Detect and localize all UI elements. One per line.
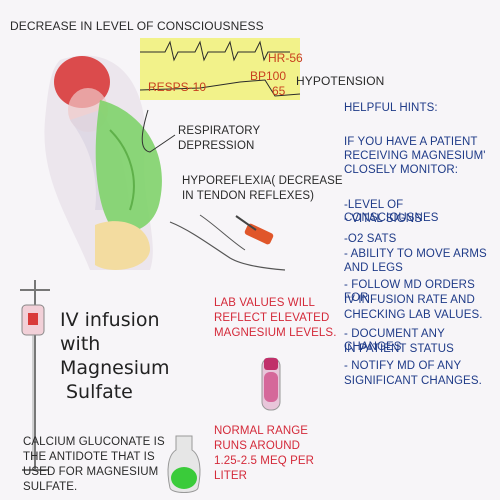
hints-intro-2: RECEIVING MAGNESIUM' <box>344 150 486 162</box>
iv-title-line-4: Sulfate <box>66 381 133 403</box>
hypotension-label: HYPOTENSION <box>296 74 385 88</box>
hint-item: IV INFUSION RATE AND <box>344 294 475 306</box>
arm-outline <box>169 221 286 271</box>
normal-range-2: RUNS AROUND <box>214 440 301 452</box>
hint-item: - DOCUMENT ANY CHANGES <box>344 328 445 353</box>
hints-intro-3: CLOSELY MONITOR: <box>344 164 459 176</box>
normal-range-4: LITER <box>214 470 248 482</box>
hint-item: - FOLLOW MD ORDERS FOR <box>344 279 475 304</box>
hint-item: - ABILITY TO MOVE ARMS <box>344 248 487 260</box>
calcium-text-1: CALCIUM GLUCONATE IS <box>23 436 165 448</box>
hint-item: IN PATIENT STATUS <box>344 343 454 355</box>
lab-values-1: LAB VALUES WILL <box>214 297 315 309</box>
lab-values-3: MAGNESIUM LEVELS. <box>214 327 337 339</box>
hint-item: -LEVEL OF CONSCIOUSNES <box>344 199 439 224</box>
hyporeflexia-label-2: IN TENDON REFLEXES) <box>182 190 315 202</box>
iv-title-line-2: with <box>60 333 101 355</box>
abdomen-yellow <box>95 221 150 270</box>
lab-values-2: REFLECT ELEVATED <box>214 312 330 324</box>
hint-item: - VITAL SIGNS <box>344 213 422 225</box>
bp-top-readout: BP100 <box>250 69 287 83</box>
hints-intro-1: IF YOU HAVE A PATIENT <box>344 136 478 148</box>
normal-range-1: NORMAL RANGE <box>214 425 309 437</box>
hint-item: CHECKING LAB VALUES. <box>344 309 483 321</box>
hyporeflexia-label-1: HYPOREFLEXIA( DECREASE <box>182 175 343 187</box>
decrease-consciousness-label: DECREASE IN LEVEL OF CONSCIOUSNESS <box>10 19 264 33</box>
hint-item: AND LEGS <box>344 262 403 274</box>
iv-title-line-1: IV infusion <box>60 309 160 331</box>
iv-infusion-title: IV infusion with Magnesium Sulfate <box>60 308 170 404</box>
calcium-text-2: THE ANTIDOTE THAT IS <box>23 451 155 463</box>
hint-item: -O2 SATS <box>344 233 397 245</box>
ecg-trace <box>140 40 290 62</box>
reflex-hammer-icon <box>244 223 274 245</box>
resps-readout: RESPS-10 <box>148 80 207 94</box>
calcium-text-3: USED FOR MAGNESIUM <box>23 466 159 478</box>
iv-title-line-3: Magnesium <box>60 357 170 379</box>
hints-title: HELPFUL HINTS: <box>344 102 438 114</box>
normal-range-3: 1.25-2.5 MEQ PER <box>214 455 315 467</box>
hint-item: SIGNIFICANT CHANGES. <box>344 375 482 387</box>
hint-item: - NOTIFY MD OF ANY <box>344 360 462 372</box>
lungs-green <box>95 100 162 232</box>
respiratory-label-1: RESPIRATORY <box>178 125 261 137</box>
bp-bottom-readout: 65 <box>272 84 286 98</box>
respiratory-label-2: DEPRESSION <box>178 140 255 152</box>
hr-readout: HR-56 <box>268 51 303 65</box>
calcium-text-4: SULFATE. <box>23 481 78 493</box>
